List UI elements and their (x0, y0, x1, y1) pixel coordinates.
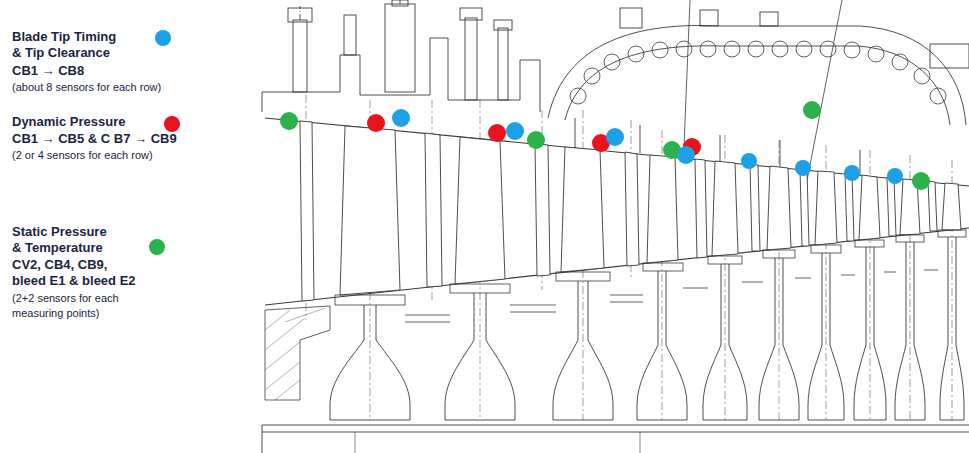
legend-heading: Dynamic Pressure (12, 114, 172, 130)
legend-swatch (155, 30, 171, 46)
sensor-count-note: (2+2 sensors for each measuring points) (12, 291, 130, 321)
legend-heading: Blade Tip Timing & Tip Clearance (12, 29, 122, 61)
legend-swatch (149, 239, 165, 255)
sensor-count-note: (2 or 4 sensors for each row) (12, 148, 182, 163)
sensor-count-note: (about 8 sensors for each row) (12, 80, 182, 95)
legend-heading: Static Pressure & Temperature (12, 224, 112, 256)
stage-range-label: CB1 → CB8 (12, 63, 152, 79)
stage-range-label: CV2, CB4, CB9, bleed E1 & bleed E2 (12, 257, 140, 289)
legend-swatch (164, 116, 180, 132)
stage-range-label: CB1 → CB5 & C B7 → CB9 (12, 131, 212, 147)
